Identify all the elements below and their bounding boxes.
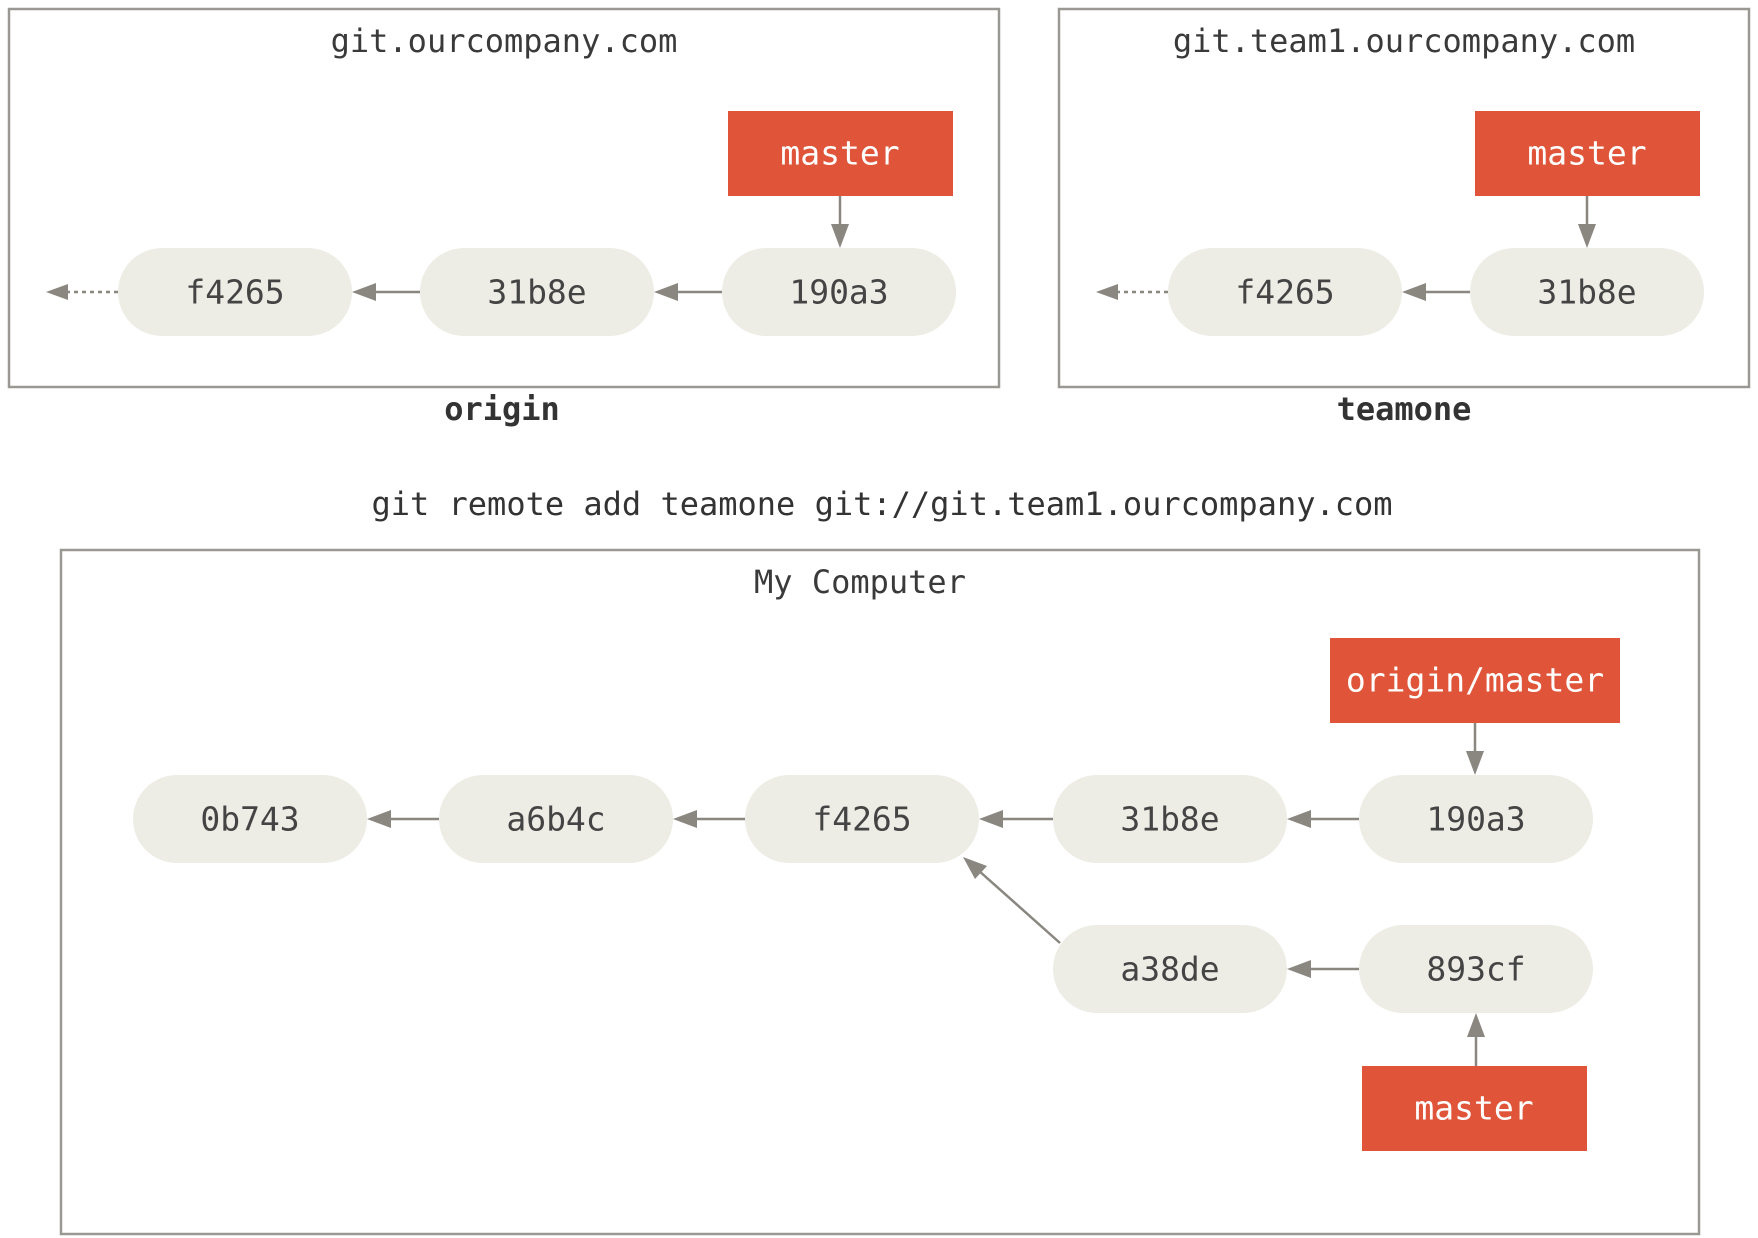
- svg-text:31b8e: 31b8e: [1120, 800, 1219, 839]
- commit-node: 190a3: [1359, 775, 1593, 863]
- branch-label: master: [1475, 111, 1700, 196]
- branch-arrow: [1578, 196, 1596, 248]
- my-computer: My Computer 0b743 a6b4c f4265 31b8e: [59, 548, 1701, 1236]
- teamone-history-arrow: [1096, 284, 1168, 300]
- svg-text:190a3: 190a3: [789, 273, 888, 312]
- commit-node: 0b743: [133, 775, 367, 863]
- svg-text:master: master: [1414, 1089, 1533, 1128]
- commit-node: f4265: [1168, 248, 1402, 336]
- svg-text:f4265: f4265: [1235, 273, 1334, 312]
- commit-node: a38de: [1053, 925, 1287, 1013]
- commit-node: 31b8e: [1053, 775, 1287, 863]
- commit-arrow: [654, 283, 722, 301]
- branch-label: master: [1362, 1066, 1587, 1151]
- teamone-server-title: git.team1.ourcompany.com: [1173, 22, 1635, 60]
- commit-arrow: [1287, 810, 1359, 828]
- branch-arrow: [1467, 1013, 1485, 1066]
- svg-text:0b743: 0b743: [200, 800, 299, 839]
- commit-arrow: [352, 283, 420, 301]
- branch-label: master: [728, 111, 953, 196]
- commit-arrow: [1287, 960, 1359, 978]
- commit-arrow: [963, 857, 1061, 944]
- svg-text:origin/master: origin/master: [1346, 661, 1604, 700]
- commit-node: 31b8e: [420, 248, 654, 336]
- origin-history-arrow: [46, 284, 118, 300]
- teamone-remote-name: teamone: [1337, 390, 1472, 428]
- svg-text:f4265: f4265: [185, 273, 284, 312]
- commit-node: f4265: [745, 775, 979, 863]
- svg-text:a6b4c: a6b4c: [506, 800, 605, 839]
- commit-node: 893cf: [1359, 925, 1593, 1013]
- branch-arrow: [1466, 723, 1484, 775]
- svg-text:master: master: [780, 134, 899, 173]
- commit-node: f4265: [118, 248, 352, 336]
- svg-text:a38de: a38de: [1120, 950, 1219, 989]
- origin-remote-name: origin: [444, 390, 560, 428]
- teamone-server: git.team1.ourcompany.com f4265 31b8e mas…: [1057, 7, 1751, 389]
- commit-node: 190a3: [722, 248, 956, 336]
- svg-text:31b8e: 31b8e: [1537, 273, 1636, 312]
- my-computer-title: My Computer: [754, 563, 966, 601]
- svg-text:893cf: 893cf: [1426, 950, 1525, 989]
- origin-server: git.ourcompany.com f4265 31b8e 190a3: [7, 7, 1001, 389]
- commit-node: 31b8e: [1470, 248, 1704, 336]
- svg-text:f4265: f4265: [812, 800, 911, 839]
- commit-node: a6b4c: [439, 775, 673, 863]
- commit-arrow: [673, 810, 745, 828]
- origin-server-title: git.ourcompany.com: [331, 22, 678, 60]
- svg-text:31b8e: 31b8e: [487, 273, 586, 312]
- commit-arrow: [979, 810, 1053, 828]
- branch-arrow: [831, 196, 849, 248]
- branch-label: origin/master: [1330, 638, 1620, 723]
- svg-text:master: master: [1527, 134, 1646, 173]
- commit-arrow: [1402, 283, 1470, 301]
- svg-text:190a3: 190a3: [1426, 800, 1525, 839]
- commit-arrow: [367, 810, 439, 828]
- command-text: git remote add teamone git://git.team1.o…: [371, 485, 1392, 523]
